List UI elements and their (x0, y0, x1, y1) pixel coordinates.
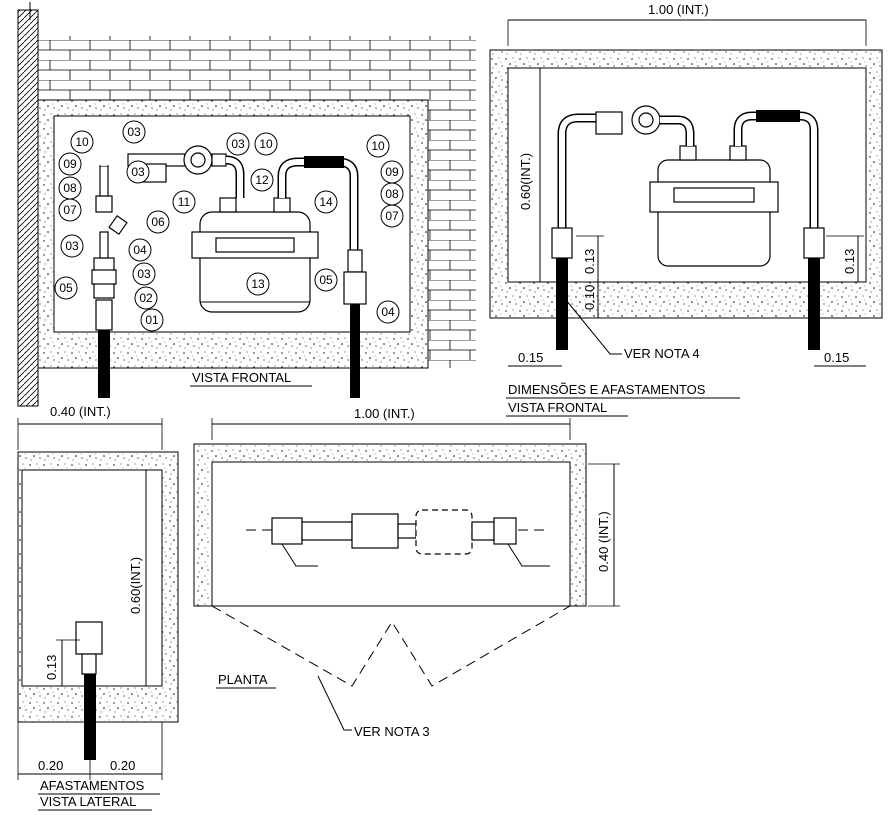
tag-13: 13 (251, 277, 265, 291)
tag-03: 03 (127, 125, 141, 139)
lateral-view: 0.40 (INT.) 0.60(INT.) 0.13 0.20 0.20 AF… (17, 404, 179, 811)
dims-015-left: 0.15 (518, 350, 543, 365)
dims-title-2: VISTA FRONTAL (508, 400, 607, 415)
right-pipe-assembly (277, 156, 367, 398)
tag-03c: 03 (65, 239, 79, 253)
gas-meter (191, 197, 319, 313)
tag-10: 10 (75, 135, 89, 149)
tag-08: 08 (63, 181, 77, 195)
lateral-width: 0.40 (INT.) (50, 404, 111, 419)
tag-10c: 10 (371, 139, 385, 153)
tag-02: 02 (139, 291, 153, 305)
frontal-view: 10 03 09 08 07 03 06 03 04 03 05 02 01 1… (17, 2, 476, 407)
tag-03d: 03 (137, 267, 151, 281)
dims-013-right: 0.13 (842, 249, 857, 274)
lateral-title-2: VISTA LATERAL (40, 794, 136, 809)
tag-01: 01 (145, 313, 159, 327)
tag-11: 11 (178, 195, 191, 209)
tag-05: 05 (59, 281, 73, 295)
wall-hatch (17, 9, 39, 407)
tag-06: 06 (151, 215, 165, 229)
dims-013-left: 0.13 (582, 249, 597, 274)
lateral-020-left: 0.20 (38, 758, 63, 773)
dims-height-label: 0.60(INT.) (518, 153, 533, 210)
planta-depth: 0.40 (INT.) (596, 511, 611, 572)
tag-07: 07 (63, 203, 77, 217)
planta-width: 1.00 (INT.) (354, 406, 415, 421)
planta-view: 1.00 (INT.) 0.40 (INT.) VER NOTA 3 PLANT… (193, 406, 620, 739)
dims-note: VER NOTA 4 (624, 346, 700, 361)
lateral-height: 0.60(INT.) (128, 557, 143, 614)
tag-03e: 03 (231, 137, 245, 151)
tag-04b: 04 (381, 305, 395, 319)
tag-07b: 07 (385, 209, 399, 223)
tag-09: 09 (63, 157, 77, 171)
dimensions-view: 1.00 (INT.) 0.60(INT.) 0.13 0.10 (489, 2, 883, 417)
planta-title: PLANTA (218, 672, 268, 687)
tag-14: 14 (319, 195, 333, 209)
dims-010: 0.10 (582, 285, 597, 310)
tag-12: 12 (255, 173, 269, 187)
left-pipe-assembly (91, 145, 245, 398)
tag-10b: 10 (259, 137, 273, 151)
tag-08b: 08 (385, 187, 399, 201)
lateral-020-right: 0.20 (110, 758, 135, 773)
tag-09b: 09 (385, 165, 399, 179)
dims-015-right: 0.15 (824, 350, 849, 365)
dims-width-label: 1.00 (INT.) (648, 2, 709, 17)
frontal-title: VISTA FRONTAL (192, 370, 291, 385)
tag-03b: 03 (131, 165, 145, 179)
dims-title-1: DIMENSÕES E AFASTAMENTOS (508, 382, 706, 397)
tag-04: 04 (133, 243, 147, 257)
tag-05b: 05 (319, 273, 333, 287)
frontal-callouts: 10 03 09 08 07 03 06 03 04 03 05 02 01 1… (54, 120, 404, 332)
planta-note: VER NOTA 3 (354, 724, 430, 739)
lateral-title-1: AFASTAMENTOS (40, 778, 145, 793)
lateral-013: 0.13 (44, 655, 59, 680)
